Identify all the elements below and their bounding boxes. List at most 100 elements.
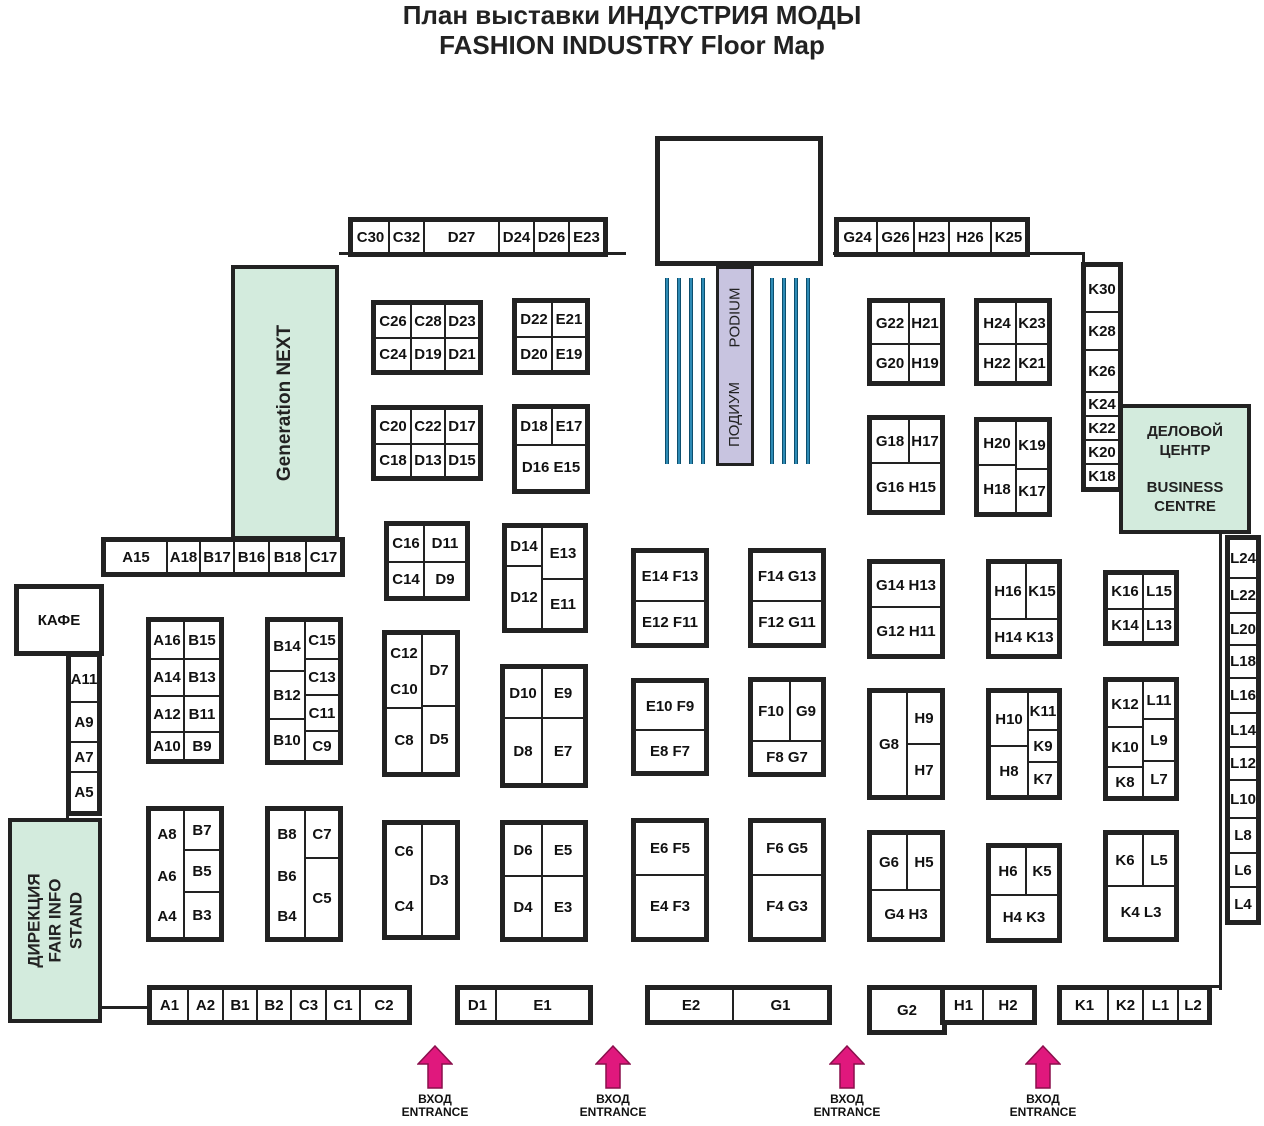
stand-d19[interactable]: D19	[410, 337, 444, 370]
stand-k20[interactable]: K20	[1086, 439, 1118, 463]
stand-c3[interactable]: C3	[290, 990, 325, 1020]
stand-k14[interactable]: K14	[1108, 608, 1142, 641]
stand-k9[interactable]: K9	[1027, 729, 1057, 761]
stand-e8-f7[interactable]: E8 F7	[636, 729, 704, 771]
stand-l2[interactable]: L2	[1177, 990, 1207, 1020]
stand-b8[interactable]: B8	[277, 825, 297, 843]
stand-c7[interactable]: C7	[304, 811, 338, 857]
stand-a10[interactable]: A10	[151, 731, 183, 759]
stand-g18[interactable]: G18	[875, 432, 905, 450]
stand-c14[interactable]: C14	[389, 561, 423, 596]
stand-h22[interactable]: H22	[979, 343, 1015, 381]
stand-k7[interactable]: K7	[1027, 761, 1057, 795]
stand-b15[interactable]: B15	[183, 622, 219, 658]
stand-e6-f5[interactable]: E6 F5	[649, 840, 691, 857]
stand-k18[interactable]: K18	[1086, 463, 1118, 487]
stand-d14[interactable]: D14	[510, 538, 538, 555]
stand-h8[interactable]: H8	[991, 745, 1027, 795]
stand-d12[interactable]: D12	[507, 565, 541, 628]
stand-b9[interactable]: B9	[183, 731, 219, 759]
stand-l22[interactable]: L22	[1230, 577, 1256, 612]
stand-b4[interactable]: B4	[277, 907, 297, 925]
stand-e12-f11[interactable]: E12 F11	[636, 600, 704, 643]
stand-e17[interactable]: E17	[551, 409, 585, 444]
stand-d27[interactable]: D27	[423, 222, 498, 252]
stand-e3[interactable]: E3	[541, 875, 583, 937]
stand-d22[interactable]: D22	[520, 311, 548, 328]
stand-a8[interactable]: A8	[157, 825, 177, 843]
stand-g8[interactable]: G8	[878, 735, 899, 753]
stand-a16[interactable]: A16	[153, 631, 181, 649]
stand-c18[interactable]: C18	[376, 443, 410, 476]
stand-h7[interactable]: H7	[906, 743, 940, 795]
stand-a6[interactable]: A6	[157, 867, 177, 885]
stand-d21[interactable]: D21	[444, 337, 478, 370]
stand-d24[interactable]: D24	[498, 222, 533, 252]
stand-k2[interactable]: K2	[1107, 990, 1142, 1020]
stand-d18[interactable]: D18	[520, 418, 548, 435]
stand-h23[interactable]: H23	[913, 222, 948, 252]
stand-b10[interactable]: B10	[270, 718, 304, 760]
stand-e11[interactable]: E11	[541, 578, 583, 628]
stand-l16[interactable]: L16	[1230, 677, 1256, 712]
stand-b17[interactable]: B17	[199, 542, 233, 572]
stand-k30[interactable]: K30	[1088, 280, 1116, 298]
stand-k4-l3[interactable]: K4 L3	[1108, 885, 1174, 937]
stand-d8[interactable]: D8	[505, 717, 541, 783]
stand-c5[interactable]: C5	[304, 857, 338, 937]
stand-f10[interactable]: F10	[758, 702, 784, 720]
stand-c4[interactable]: C4	[394, 897, 414, 915]
stand-b3[interactable]: B3	[183, 891, 219, 937]
stand-l6[interactable]: L6	[1230, 852, 1256, 886]
stand-c26[interactable]: C26	[379, 312, 407, 330]
stand-k24[interactable]: K24	[1086, 391, 1118, 415]
stand-h14-k13[interactable]: H14 K13	[991, 618, 1057, 654]
stand-e14-f13[interactable]: E14 F13	[641, 568, 699, 585]
stand-c15[interactable]: C15	[304, 622, 338, 658]
stand-d6[interactable]: D6	[513, 841, 533, 859]
stand-g24[interactable]: G24	[843, 228, 872, 246]
stand-f4-g3[interactable]: F4 G3	[753, 874, 821, 937]
stand-c1[interactable]: C1	[325, 990, 359, 1020]
stand-c11[interactable]: C11	[304, 694, 338, 730]
stand-e5[interactable]: E5	[541, 825, 583, 875]
stand-e2[interactable]: E2	[681, 996, 701, 1014]
stand-k16[interactable]: K16	[1111, 583, 1139, 600]
stand-l4[interactable]: L4	[1230, 886, 1256, 920]
stand-d4[interactable]: D4	[505, 875, 541, 937]
stand-k5[interactable]: K5	[1025, 848, 1057, 894]
stand-l11[interactable]: L11	[1142, 682, 1174, 718]
stand-h10[interactable]: H10	[995, 710, 1023, 728]
stand-e10-f9[interactable]: E10 F9	[645, 697, 695, 715]
stand-a5[interactable]: A5	[71, 771, 97, 811]
stand-h4-k3[interactable]: H4 K3	[991, 894, 1057, 938]
stand-c28[interactable]: C28	[410, 305, 444, 337]
stand-d3[interactable]: D3	[421, 825, 455, 935]
stand-e21[interactable]: E21	[551, 303, 585, 336]
stand-f8-g7[interactable]: F8 G7	[753, 740, 821, 772]
stand-g1[interactable]: G1	[732, 990, 827, 1020]
stand-e4-f3[interactable]: E4 F3	[636, 874, 704, 937]
zone-generation-next[interactable]: Generation NEXT	[231, 265, 339, 540]
stand-a18[interactable]: A18	[166, 542, 199, 572]
stand-l7[interactable]: L7	[1142, 760, 1174, 796]
stand-g9[interactable]: G9	[789, 682, 821, 740]
stand-d5[interactable]: D5	[421, 705, 455, 772]
stand-c2[interactable]: C2	[359, 990, 407, 1020]
stand-a2[interactable]: A2	[187, 990, 222, 1020]
stand-g12-h11[interactable]: G12 H11	[872, 606, 940, 654]
stand-g4-h3[interactable]: G4 H3	[872, 889, 940, 937]
stand-k21[interactable]: K21	[1015, 343, 1047, 381]
stand-c9[interactable]: C9	[304, 730, 338, 760]
stand-d7[interactable]: D7	[421, 635, 455, 705]
stand-a15[interactable]: A15	[122, 548, 150, 566]
stand-b7[interactable]: B7	[183, 811, 219, 849]
stand-l24[interactable]: L24	[1230, 550, 1256, 567]
stand-a12[interactable]: A12	[151, 695, 183, 731]
stand-k26[interactable]: K26	[1086, 349, 1118, 391]
stand-a11[interactable]: A11	[70, 670, 98, 688]
stand-l20[interactable]: L20	[1230, 612, 1256, 644]
